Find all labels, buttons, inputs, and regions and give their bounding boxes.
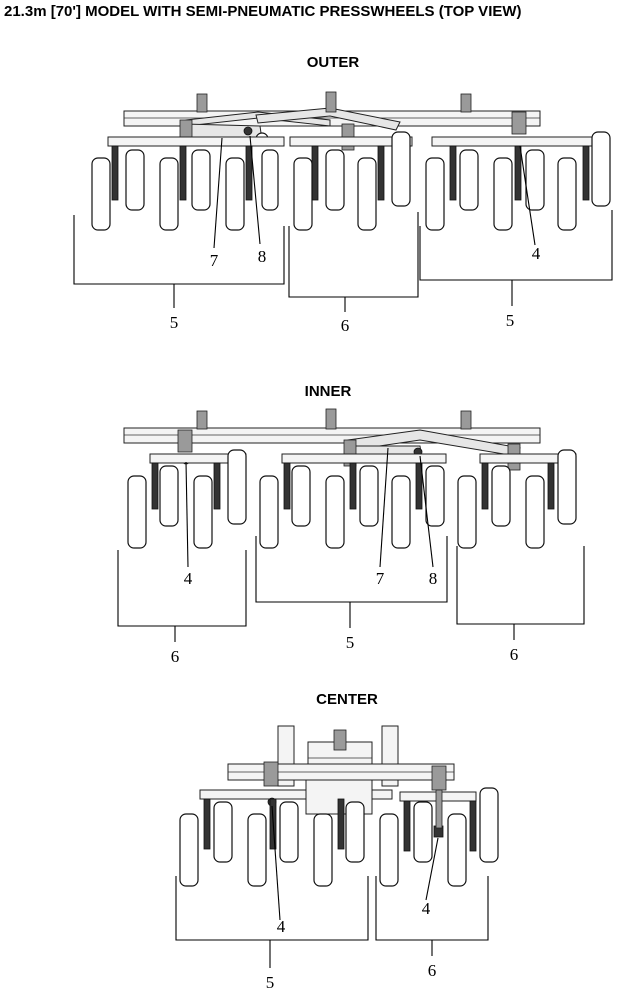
outer-press-wheels xyxy=(91,131,611,231)
inner-callout-4: 4 xyxy=(184,569,193,588)
outer-mast-1 xyxy=(196,93,208,113)
outer-callout-5-right: 5 xyxy=(506,311,515,330)
center-view: CENTER xyxy=(175,691,499,992)
outer-mast-2 xyxy=(325,91,337,113)
inner-subframe-2 xyxy=(281,453,447,464)
inner-callout-8: 8 xyxy=(429,569,438,588)
center-shanks xyxy=(203,798,477,852)
center-callout-4-left: 4 xyxy=(277,917,286,936)
outer-clamp-right xyxy=(511,111,527,135)
inner-callout-7: 7 xyxy=(376,569,385,588)
outer-subframe-3 xyxy=(431,136,593,147)
outer-callout-8: 8 xyxy=(258,247,267,266)
outer-view: OUTER xyxy=(73,54,613,335)
inner-callout-6-right: 6 xyxy=(510,645,519,664)
center-callout-4-right: 4 xyxy=(422,899,431,918)
center-callout-6: 6 xyxy=(428,961,437,980)
diagram-title: 21.3m [70'] MODEL WITH SEMI-PNEUMATIC PR… xyxy=(4,3,522,20)
outer-callout-7: 7 xyxy=(210,251,219,270)
outer-callout-5-left: 5 xyxy=(170,313,179,332)
outer-fitting-8 xyxy=(243,126,253,136)
outer-shanks xyxy=(111,145,590,201)
center-press-wheels xyxy=(179,787,499,887)
outer-callout-4: 4 xyxy=(532,244,541,263)
inner-press-wheels xyxy=(127,449,577,549)
outer-bracket-5-left xyxy=(73,215,285,285)
inner-shanks xyxy=(151,462,555,510)
inner-callout-6-left: 6 xyxy=(171,647,180,666)
outer-bracket-5-right xyxy=(419,210,613,281)
inner-mast-1 xyxy=(196,410,208,430)
center-clamp-left xyxy=(263,761,279,787)
outer-heading: OUTER xyxy=(307,54,360,71)
center-hitch-cylinder xyxy=(333,729,347,751)
inner-clamp-left xyxy=(177,429,193,453)
outer-subframe-1 xyxy=(107,136,285,147)
inner-bracket-6-right xyxy=(456,546,585,625)
center-clamp-right xyxy=(431,765,447,791)
inner-heading: INNER xyxy=(305,383,352,400)
inner-bracket-6-left xyxy=(117,550,247,627)
center-callout-5: 5 xyxy=(266,973,275,992)
outer-bracket-6 xyxy=(288,212,419,298)
inner-bracket-5 xyxy=(255,536,448,603)
outer-callout-6: 6 xyxy=(341,316,350,335)
inner-mast-2 xyxy=(325,408,337,430)
inner-mast-3 xyxy=(460,410,472,430)
center-heading: CENTER xyxy=(316,691,378,708)
center-bracket-5 xyxy=(175,876,369,941)
inner-view: INNER xyxy=(117,383,585,666)
center-subframe-mid xyxy=(371,789,393,800)
inner-callout-5: 5 xyxy=(346,633,355,652)
center-shank-feature xyxy=(435,789,443,829)
outer-subframe-2 xyxy=(289,136,413,147)
center-subframe-left xyxy=(199,789,307,800)
outer-mast-3 xyxy=(460,93,472,113)
